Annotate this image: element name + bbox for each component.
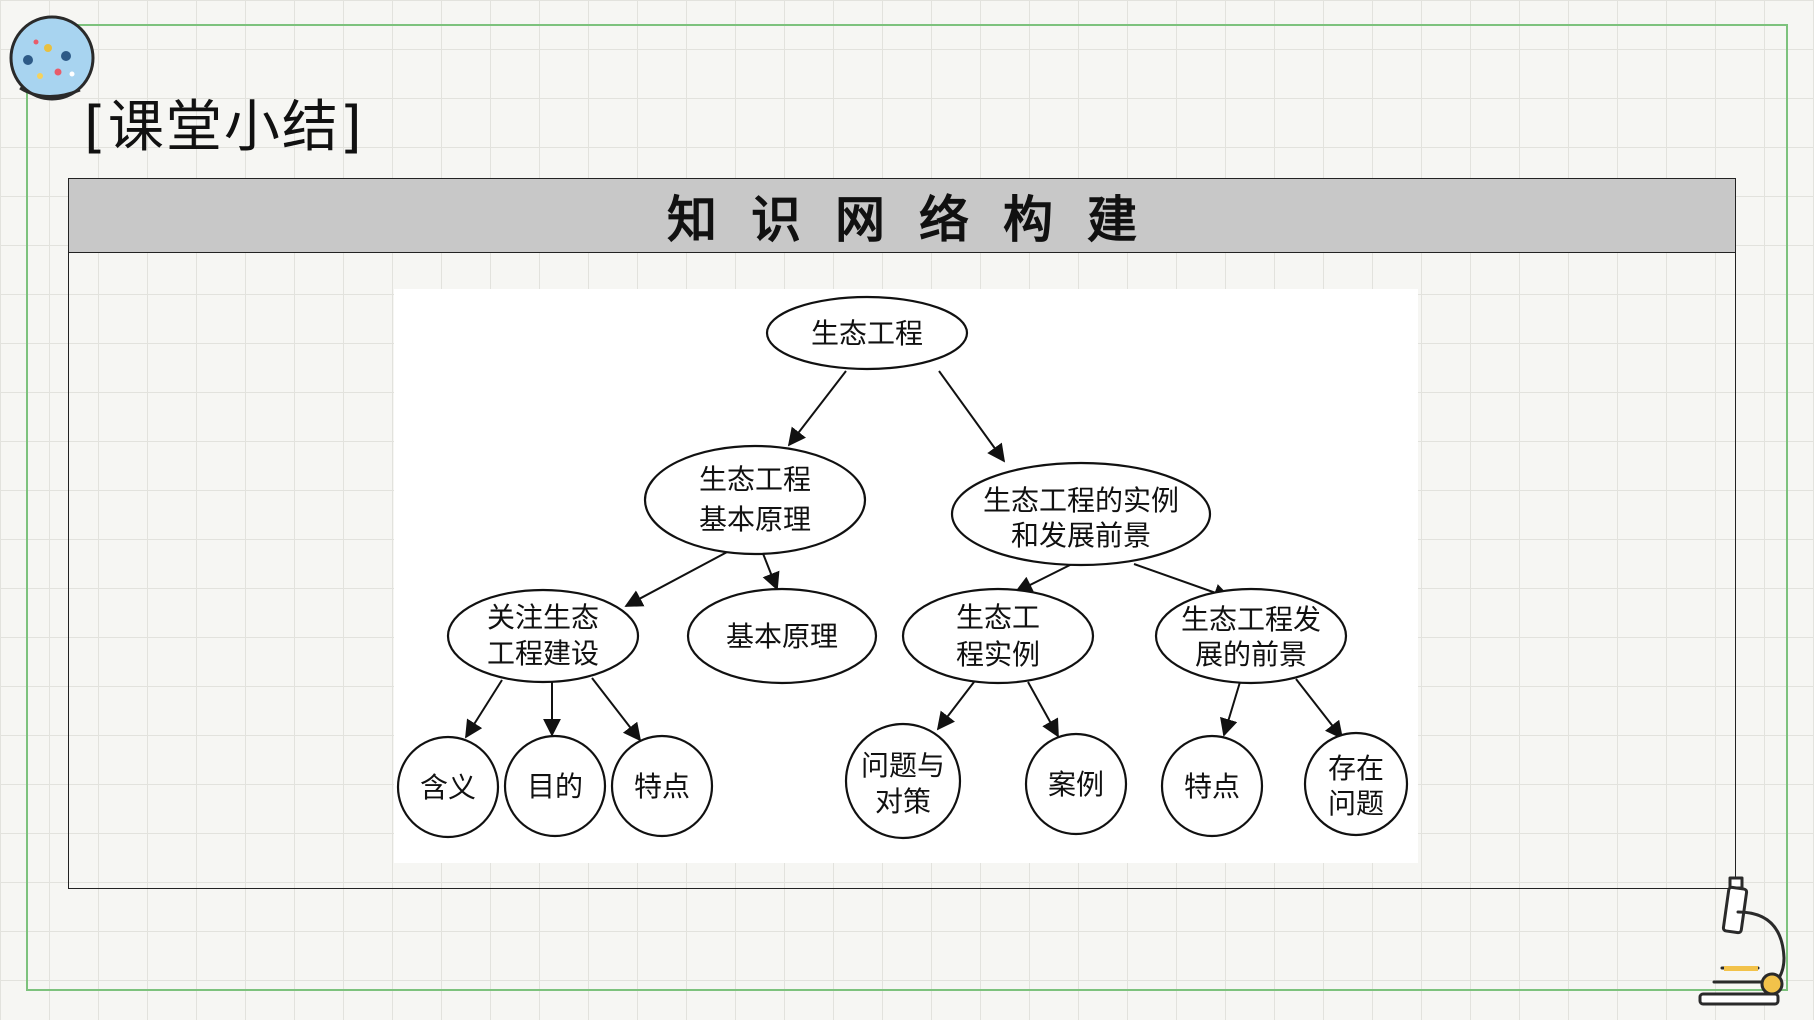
diagram-node-future-label-1: 生态工程发 — [1181, 603, 1321, 636]
edge-examples-cases — [1014, 563, 1073, 593]
edge-focus-feature1 — [591, 677, 642, 742]
concept-map-svg: 生态工程 生态工程 基本原理 生态工程的实例 和发展前景 关注生态 工程建设 基… — [396, 295, 1409, 840]
edge-focus-meaning — [465, 679, 503, 739]
diagram-node-future: 生态工程发 展的前景 — [1154, 587, 1348, 685]
edge-future-feature2 — [1220, 681, 1241, 737]
diagram-node-purpose-label: 目的 — [527, 770, 583, 803]
diagram-node-meaning: 含义 — [396, 735, 500, 839]
diagram-node-example-case-label: 案例 — [1048, 768, 1104, 801]
diagram-node-feature1-label: 特点 — [634, 770, 690, 803]
diagram-node-cases-label-2: 程实例 — [956, 638, 1040, 671]
diagram-node-focus-label-1: 关注生态 — [487, 601, 599, 634]
diagram-node-basic: 生态工程 基本原理 — [643, 444, 867, 556]
diagram-node-focus: 关注生态 工程建设 — [446, 588, 640, 684]
edge-future-issues — [1295, 678, 1344, 740]
diagram-node-cases-label-1: 生态工 — [956, 601, 1040, 634]
diagram-node-example-case: 案例 — [1024, 732, 1128, 836]
concept-map: 生态工程 生态工程 基本原理 生态工程的实例 和发展前景 关注生态 工程建设 基… — [394, 289, 1418, 863]
edge-root-examples — [938, 370, 1006, 463]
diagram-node-basic-label-2: 基本原理 — [699, 503, 811, 536]
diagram-node-meaning-label: 含义 — [420, 771, 476, 804]
slide-frame — [26, 24, 1788, 991]
edge-basic-focus — [624, 550, 730, 607]
page-title: [课堂小结] — [84, 95, 364, 160]
diagram-node-issues: 存在 问题 — [1303, 731, 1409, 837]
edges — [465, 370, 1344, 742]
knowledge-panel: 知识网络构建 — [68, 178, 1736, 889]
diagram-node-problems-label-2: 对策 — [875, 785, 931, 818]
diagram-node-examples: 生态工程的实例 和发展前景 — [950, 461, 1212, 567]
microscope-icon — [1698, 876, 1786, 1006]
diagram-node-feature2-label: 特点 — [1184, 770, 1240, 803]
diagram-node-basic-label-1: 生态工程 — [699, 463, 811, 496]
edge-cases-example — [1027, 681, 1059, 738]
diagram-node-feature2: 特点 — [1160, 734, 1264, 838]
edge-root-basic — [787, 370, 847, 447]
panel-header: 知识网络构建 — [69, 179, 1735, 253]
diagram-node-purpose: 目的 — [503, 734, 607, 838]
diagram-node-problems-label-1: 问题与 — [861, 749, 945, 782]
diagram-node-issues-label-2: 问题 — [1328, 787, 1384, 820]
diagram-node-principle: 基本原理 — [686, 587, 878, 685]
diagram-node-problems: 问题与 对策 — [844, 722, 962, 840]
edge-cases-problems — [936, 681, 975, 731]
panel-header-title: 知识网络构建 — [667, 190, 1171, 249]
diagram-node-future-label-2: 展的前景 — [1195, 638, 1307, 671]
diagram-node-examples-label-1: 生态工程的实例 — [983, 484, 1179, 517]
diagram-node-feature1: 特点 — [610, 734, 714, 838]
diagram-node-cases: 生态工 程实例 — [901, 587, 1095, 685]
diagram-node-focus-label-2: 工程建设 — [487, 637, 599, 670]
diagram-node-root-label: 生态工程 — [811, 317, 923, 350]
edge-basic-principle — [761, 550, 780, 591]
diagram-node-issues-label-1: 存在 — [1328, 752, 1384, 785]
science-badge-icon — [9, 15, 95, 101]
diagram-node-examples-label-2: 和发展前景 — [1011, 519, 1151, 552]
diagram-node-root: 生态工程 — [765, 295, 969, 371]
diagram-node-principle-label: 基本原理 — [726, 620, 838, 653]
